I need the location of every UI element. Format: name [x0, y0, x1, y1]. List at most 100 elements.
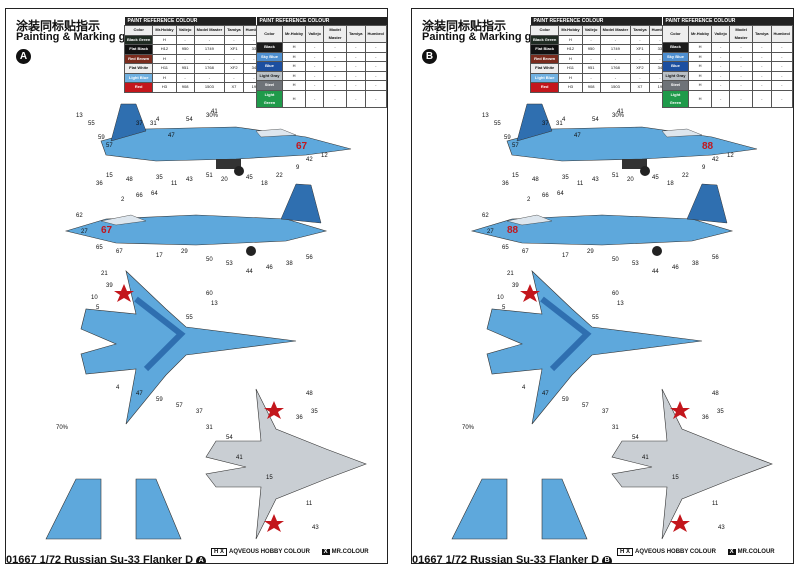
- intake: [622, 159, 647, 169]
- callout-number: 43: [592, 177, 599, 183]
- h-box-icon: H X: [617, 548, 634, 556]
- callout-number: 59: [562, 397, 569, 403]
- mix-label: 70%: [462, 425, 475, 431]
- callout-number: 9: [296, 165, 300, 171]
- mix-label: 30%: [612, 113, 625, 119]
- callout-number: 65: [502, 245, 509, 251]
- callout-number: 37: [602, 409, 609, 415]
- callout-number: 42: [712, 157, 719, 163]
- callout-number: 51: [612, 173, 619, 179]
- callout-number: 65: [96, 245, 103, 251]
- callout-number: 47: [542, 391, 549, 397]
- callout-number: 22: [276, 173, 283, 179]
- canopy: [255, 128, 297, 138]
- tail-number: 67: [296, 141, 308, 152]
- paint-code: H3: [152, 82, 177, 93]
- paint-code: -: [364, 89, 387, 108]
- red-star-icon: [114, 284, 134, 302]
- marking-sheet-a: 涂装同标贴指示 Painting & Marking guide A PAINT…: [5, 8, 388, 564]
- main-wheel: [246, 246, 256, 256]
- callout-number: 66: [542, 193, 549, 199]
- callout-number: 21: [507, 271, 514, 277]
- callout-number: 22: [682, 173, 689, 179]
- tail-number: 67: [101, 225, 113, 236]
- callout-number: 35: [156, 175, 163, 181]
- callout-number: 43: [186, 177, 193, 183]
- callout-number: 2: [527, 197, 531, 203]
- callout-number: 2: [121, 197, 125, 203]
- table-header: PAINT REFERENCE COLOUR: [124, 17, 265, 26]
- callout-number: 15: [512, 173, 519, 179]
- callout-number: 21: [101, 271, 108, 277]
- airframe-top: [486, 270, 703, 425]
- callout-number: 54: [186, 117, 193, 123]
- callout-number: 54: [226, 435, 233, 441]
- callout-number: 42: [306, 157, 313, 163]
- callout-number: 36: [502, 181, 509, 187]
- callout-number: 37: [196, 409, 203, 415]
- camo-band: [134, 296, 186, 372]
- callout-number: 38: [692, 261, 699, 267]
- tail-fins: [45, 478, 182, 540]
- callout-number: 4: [116, 385, 120, 391]
- red-star-icon: [264, 401, 284, 419]
- vertical-stabilizer: [280, 183, 322, 224]
- paint-code: 908: [581, 82, 601, 93]
- callout-number: 50: [612, 257, 619, 263]
- callout-number: 4: [522, 385, 526, 391]
- table-header: PAINT REFERENCE COLOUR: [662, 17, 793, 26]
- callout-number: 55: [186, 315, 193, 321]
- callout-number: 29: [587, 249, 594, 255]
- red-star-icon: [264, 514, 284, 532]
- paint-code: 908: [175, 82, 195, 93]
- side-profile-left: 67: [100, 103, 352, 176]
- callout-number: 9: [702, 165, 706, 171]
- x-box-icon: X: [727, 549, 736, 555]
- callout-number: 36: [296, 415, 303, 421]
- callout-number: 12: [321, 153, 328, 159]
- tail-fins: [451, 478, 588, 540]
- callout-number: 41: [211, 109, 218, 115]
- callout-number: 56: [712, 255, 719, 261]
- scheme-letter: A: [16, 49, 31, 64]
- vertical-stabilizer: [516, 103, 553, 142]
- callout-number: 55: [88, 121, 95, 127]
- callout-number: 36: [96, 181, 103, 187]
- color-swatch: Red: [123, 82, 154, 93]
- side-profile-left: 88: [506, 103, 758, 176]
- callout-number: 50: [206, 257, 213, 263]
- vertical-stabilizer: [686, 183, 728, 224]
- airframe-top: [80, 270, 297, 425]
- color-swatch: Red: [529, 82, 560, 93]
- scheme-letter: B: [422, 49, 437, 64]
- callout-number: 60: [206, 291, 213, 297]
- callout-number: 39: [512, 283, 519, 289]
- callout-number: 45: [652, 175, 659, 181]
- callout-number: 48: [532, 177, 539, 183]
- callout-number: 11: [577, 181, 584, 187]
- callout-number: 15: [672, 475, 679, 481]
- callout-number: 67: [116, 249, 123, 255]
- callout-number: 13: [482, 113, 489, 119]
- tail-number: 88: [702, 141, 714, 152]
- callout-number: 54: [632, 435, 639, 441]
- callout-number: 44: [652, 269, 659, 275]
- mix-label: 30%: [206, 113, 219, 119]
- canopy: [661, 128, 703, 138]
- bottom-view: [205, 388, 367, 540]
- callout-number: 31: [556, 121, 563, 127]
- callout-number: 45: [246, 175, 253, 181]
- callout-number: 66: [136, 193, 143, 199]
- callout-number: 64: [557, 191, 564, 197]
- title-english: Painting & Marking guide: [422, 31, 555, 43]
